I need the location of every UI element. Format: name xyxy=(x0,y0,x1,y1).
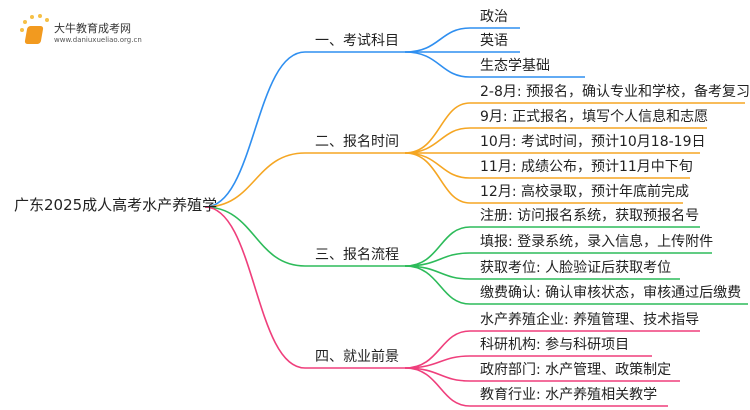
leaf-node[interactable]: 填报: 登录系统，录入信息，上传附件 xyxy=(480,234,714,250)
leaf-connector xyxy=(404,252,712,267)
logo-url: www.daniuxueliao.org.cn xyxy=(54,36,142,44)
branch-connector xyxy=(204,206,405,369)
branch-node[interactable]: 一、考试科目 xyxy=(315,33,399,49)
leaf-node[interactable]: 政府部门: 水产管理、政策制定 xyxy=(480,362,672,378)
leaf-connector xyxy=(404,265,748,305)
leaf-connector xyxy=(404,127,707,154)
leaf-node[interactable]: 10月: 考试时间，预计10月18-19日 xyxy=(480,134,706,150)
leaf-node[interactable]: 注册: 访问报名系统，获取预报名号 xyxy=(480,208,700,224)
leaf-node[interactable]: 缴费确认: 确认审核状态，审核通过后缴费 xyxy=(480,285,742,301)
leaf-node[interactable]: 2-8月: 预报名，确认专业和学校，备考复习 xyxy=(480,84,750,100)
leaf-node[interactable]: 科研机构: 参与科研项目 xyxy=(480,337,630,353)
logo: 大牛教育成考网 www.daniuxueliao.org.cn xyxy=(18,14,158,50)
logo-name: 大牛教育成考网 xyxy=(54,22,131,35)
branch-node[interactable]: 四、就业前景 xyxy=(315,349,399,365)
leaf-connector xyxy=(404,355,652,369)
branch-node[interactable]: 二、报名时间 xyxy=(315,134,399,150)
leaf-node[interactable]: 政治 xyxy=(480,9,508,25)
leaf-connector xyxy=(404,27,520,53)
leaf-connector xyxy=(404,367,668,407)
leaf-connector xyxy=(404,330,700,369)
branch-connector xyxy=(204,152,405,208)
leaf-node[interactable]: 教育行业: 水产养殖相关教学 xyxy=(480,387,658,403)
leaf-connector xyxy=(404,152,683,204)
leaf-node[interactable]: 11月: 成绩公布，预计11月中下旬 xyxy=(480,159,693,175)
leaf-connector xyxy=(404,102,745,154)
leaf-node[interactable]: 12月: 高校录取，预计年底前完成 xyxy=(480,184,689,200)
leaf-connector xyxy=(404,51,585,78)
leaf-node[interactable]: 获取考位: 人脸验证后获取考位 xyxy=(480,260,672,276)
branch-connector xyxy=(204,206,405,267)
leaf-node[interactable]: 水产养殖企业: 养殖管理、技术指导 xyxy=(480,312,700,328)
leaf-connector xyxy=(404,367,680,382)
leaf-connector xyxy=(404,152,690,179)
branch-connector xyxy=(204,51,405,208)
leaf-node[interactable]: 生态学基础 xyxy=(480,58,550,74)
leaf-connector xyxy=(404,226,700,267)
leaf-node[interactable]: 9月: 正式报名，填写个人信息和志愿 xyxy=(480,109,709,125)
root-node[interactable]: 广东2025成人高考水产养殖学 xyxy=(14,196,218,214)
leaf-node[interactable]: 英语 xyxy=(480,33,508,49)
leaf-connector xyxy=(404,265,680,280)
branch-node[interactable]: 三、报名流程 xyxy=(315,247,399,263)
